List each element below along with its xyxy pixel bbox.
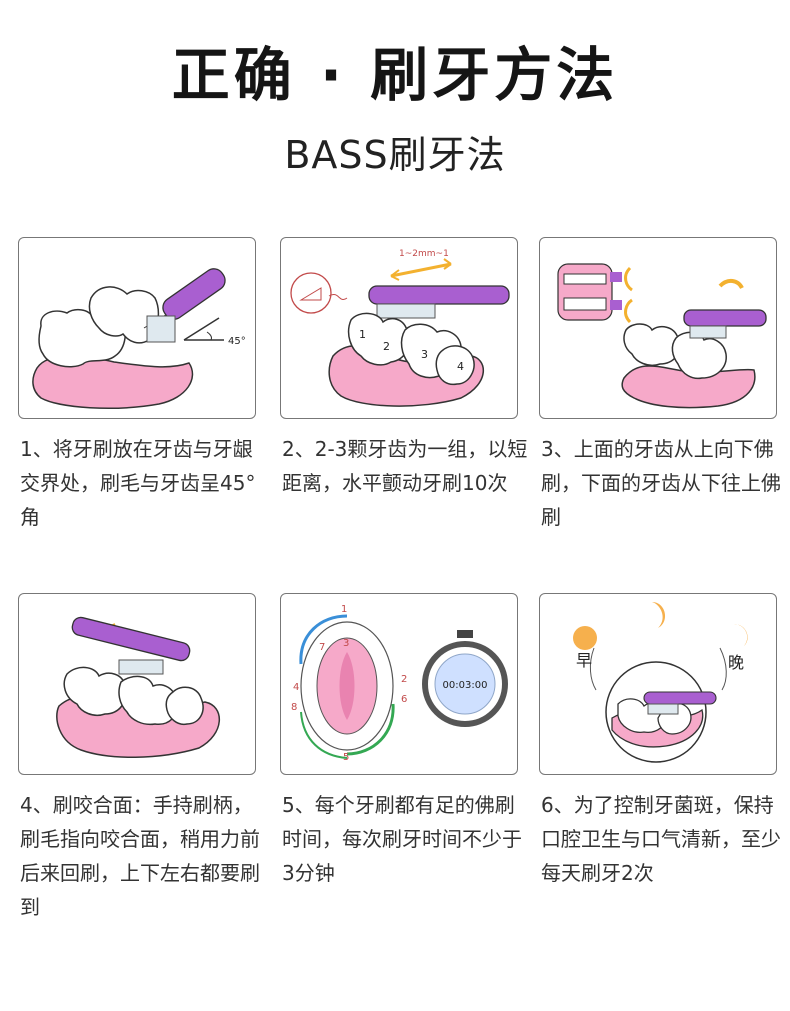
sequence-number-6: 6 [401, 694, 407, 705]
sequence-number-8: 8 [291, 702, 297, 713]
step-5-illustration: 1 2 3 4 5 6 7 8 00:03:00 [280, 593, 518, 775]
sun-icon [652, 602, 666, 628]
toothbrush-icon [368, 285, 510, 319]
sequence-number-7: 7 [319, 642, 325, 653]
tooth-number-1: 1 [359, 328, 366, 341]
step-4-caption: 4、刷咬合面：手持刷柄，刷毛指向咬合面，稍用力前后来回刷，上下左右都要刷到 [20, 793, 260, 919]
sun-icon [573, 626, 597, 650]
toothbrush-icon [71, 616, 191, 675]
sequence-number-4: 4 [293, 682, 299, 693]
page-subtitle: BASS刷牙法 [284, 133, 506, 177]
step-2-caption: 2、2-3颗牙齿为一组，以短距离，水平颤动牙刷10次 [282, 437, 528, 495]
step-4-illustration [18, 593, 256, 775]
tooth-number-2: 2 [383, 340, 390, 353]
tooth-number-4: 4 [457, 360, 464, 373]
sequence-number-2: 2 [401, 674, 407, 685]
step-5-caption: 5、每个牙刷都有足的佛刷时间，每次刷牙时间不少于3分钟 [282, 793, 522, 885]
step-1-caption: 1、将牙刷放在牙齿与牙龈交界处，刷毛与牙齿呈45°角 [20, 437, 256, 529]
stopwatch-icon: 00:03:00 [422, 630, 508, 727]
evening-label: 晚 [728, 653, 744, 672]
step-3-illustration [539, 237, 777, 419]
toothbrush-icon [146, 268, 226, 343]
step-3-caption: 3、上面的牙齿从上向下佛刷，下面的牙齿从下往上佛刷 [541, 437, 781, 529]
toothbrush-icon [643, 691, 717, 715]
toothbrush-icon [683, 309, 767, 339]
step-6-caption: 6、为了控制牙菌斑，保持口腔卫生与口气清新，至少每天刷牙2次 [541, 793, 781, 885]
tooth-number-3: 3 [421, 348, 428, 361]
step-1-illustration: 45° [18, 237, 256, 419]
distance-label: 1~2mm~1 [399, 249, 449, 259]
page-title: 正确 · 刷牙方法 [171, 41, 619, 109]
morning-label: 早 [576, 651, 592, 670]
step-6-illustration: 早 晚 [539, 593, 777, 775]
angle-label: 45° [228, 336, 246, 347]
sequence-number-5: 5 [343, 752, 349, 763]
step-2-illustration: 1~2mm~1 1 2 3 4 [280, 237, 518, 419]
timer-display: 00:03:00 [443, 680, 488, 691]
moon-icon [734, 624, 748, 646]
sequence-number-3: 3 [343, 638, 349, 649]
sequence-number-1: 1 [341, 604, 347, 615]
